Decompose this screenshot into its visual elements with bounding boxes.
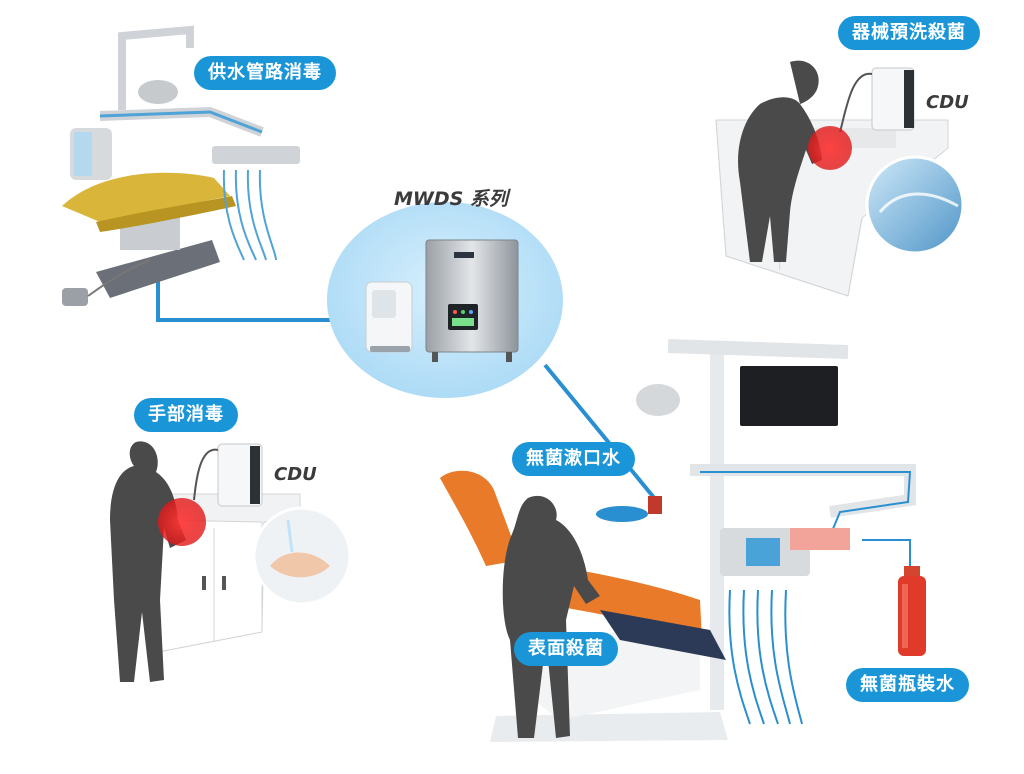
mwds-series-label: MWDS 系列 — [394, 188, 508, 210]
water-bottle-illustration — [898, 566, 926, 656]
water-line-disinfection-label: 供水管路消毒 — [194, 56, 336, 90]
small-unit-device — [365, 281, 413, 353]
dental-chair-illustration — [62, 25, 300, 306]
sterile-bottled-water-label: 無菌瓶裝水 — [846, 668, 969, 702]
steel-cabinet-device — [425, 239, 519, 362]
sterile-rinse-water-label: 無菌漱口水 — [512, 442, 635, 476]
cdu-top-label: CDU — [926, 92, 969, 113]
mwds-center-bubble — [327, 202, 563, 398]
hand-disinfection-label: 手部消毒 — [134, 398, 238, 432]
person-at-sink-illustration — [715, 60, 965, 297]
surface-sterilization-label: 表面殺菌 — [514, 632, 618, 666]
instrument-prewash-label: 器械預洗殺菌 — [838, 16, 980, 50]
person-washing-hands-illustration — [110, 441, 352, 682]
person-cleaning-chair-illustration — [440, 339, 926, 742]
cdu-left-label: CDU — [274, 464, 317, 485]
